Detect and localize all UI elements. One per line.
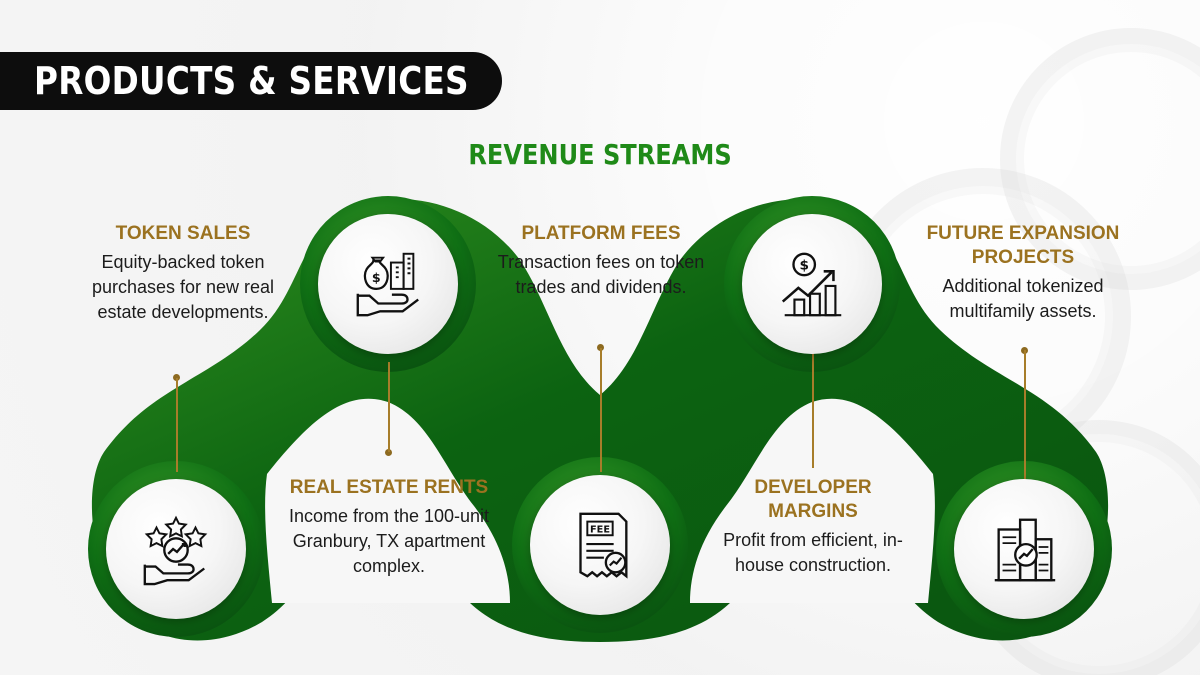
connector-line bbox=[388, 362, 390, 452]
stream-platform-fees: PLATFORM FEES Transaction fees on token … bbox=[496, 222, 706, 300]
city-buildings-growth-icon bbox=[994, 518, 1056, 582]
diagram-title: REVENUE STREAMS bbox=[468, 138, 732, 171]
stream-title: TOKEN SALES bbox=[115, 223, 251, 244]
stream-token-sales: TOKEN SALES Equity-backed token purchase… bbox=[78, 222, 288, 325]
svg-text:$: $ bbox=[372, 270, 381, 285]
stream-developer-margins: DEVELOPER MARGINS Profit from efficient,… bbox=[708, 476, 918, 578]
stream-real-estate-rents: REAL ESTATE RENTS Income from the 100-un… bbox=[284, 476, 494, 579]
stream-title: DEVELOPER MARGINS bbox=[754, 477, 872, 522]
stream-description: Profit from efficient, in-house construc… bbox=[723, 530, 903, 575]
svg-text:$: $ bbox=[799, 257, 809, 273]
connector-dot bbox=[173, 374, 180, 381]
connector-line bbox=[1024, 350, 1026, 482]
hand-with-stars-and-growth-icon bbox=[143, 515, 208, 586]
fee-receipt-icon: FEE bbox=[579, 512, 628, 579]
node-developer-margins: $ bbox=[742, 214, 882, 354]
connector-dot bbox=[597, 344, 604, 351]
node-future-expansion-projects bbox=[954, 479, 1094, 619]
page-title: PRODUCTS & SERVICES bbox=[34, 59, 469, 103]
node-platform-fees: FEE bbox=[530, 475, 670, 615]
node-real-estate-rents: $ bbox=[318, 214, 458, 354]
green-wave-inner-cut-left bbox=[265, 398, 510, 603]
connector-line bbox=[812, 350, 814, 468]
header-bar bbox=[0, 52, 502, 110]
node-token-sales bbox=[106, 479, 246, 619]
connector-dot bbox=[385, 449, 392, 456]
green-wave-inner-cut-right bbox=[690, 398, 935, 603]
stream-future-expansion-projects: FUTURE EXPANSION PROJECTS Additional tok… bbox=[918, 222, 1128, 324]
stream-description: Income from the 100-unit Granbury, TX ap… bbox=[288, 506, 490, 576]
stream-description: Additional tokenized multifamily assets. bbox=[942, 276, 1104, 321]
stream-description: Equity-backed token purchases for new re… bbox=[91, 252, 275, 322]
stream-title: PLATFORM FEES bbox=[521, 223, 681, 244]
connector-line bbox=[600, 348, 602, 472]
stream-title: FUTURE EXPANSION PROJECTS bbox=[926, 223, 1120, 268]
hand-with-money-bag-and-buildings-icon: $ bbox=[356, 252, 419, 317]
stream-description: Transaction fees on token trades and div… bbox=[497, 252, 705, 297]
money-growth-chart-icon: $ bbox=[781, 252, 842, 317]
connector-line bbox=[176, 378, 178, 472]
svg-text:FEE: FEE bbox=[590, 524, 610, 535]
stream-title: REAL ESTATE RENTS bbox=[289, 477, 489, 498]
